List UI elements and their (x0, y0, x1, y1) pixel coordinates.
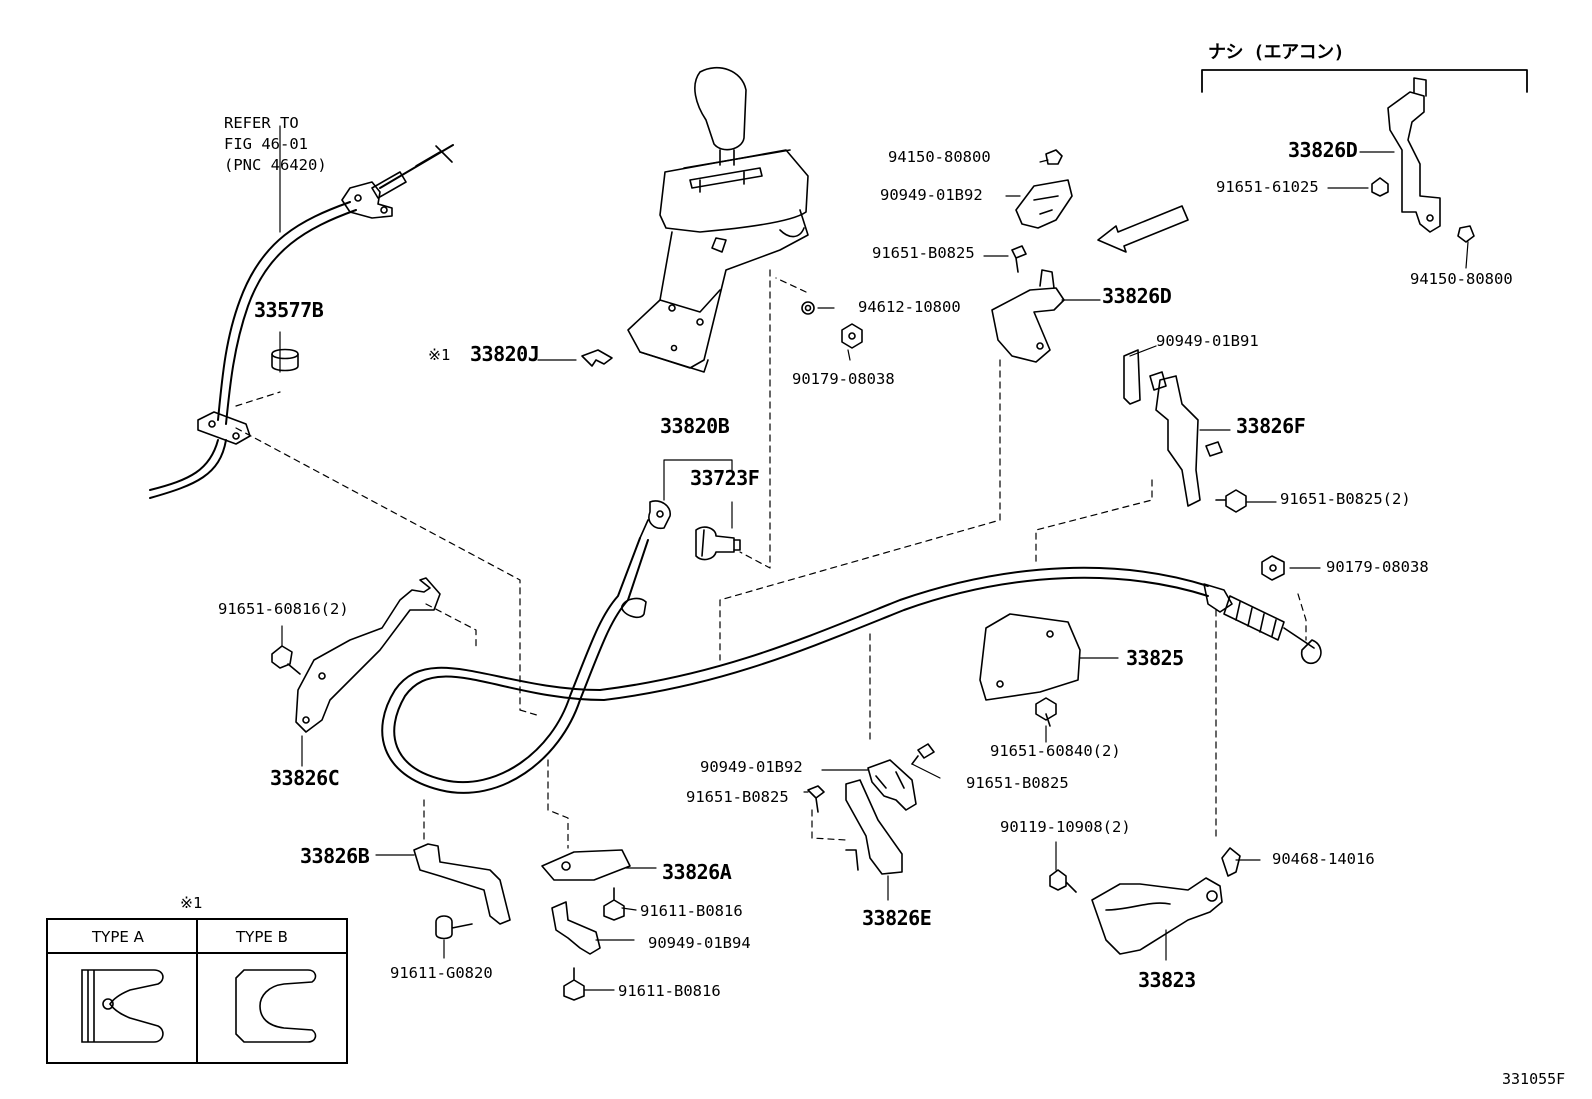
part-label-90119-10908[interactable]: 90119-10908(2) (1000, 818, 1131, 836)
refer-line-1: REFER TO (224, 114, 299, 132)
part-label-91651-60840[interactable]: 91651-60840(2) (990, 742, 1121, 760)
type-a-header: TYPE A (92, 928, 144, 946)
bolt-91651-60816 (271, 645, 301, 675)
dashed-alignment-lines (235, 269, 1307, 849)
clip-90468-14016 (1221, 847, 1241, 877)
bolt-91611-B0816-a (603, 887, 625, 921)
part-label-91651-B0825-b[interactable]: 91651-B0825 (686, 788, 789, 806)
part-label-91611-B0816-a[interactable]: 91611-B0816 (640, 902, 743, 920)
part-label-94612-10800[interactable]: 94612-10800 (858, 298, 961, 316)
transmission-cable-left (149, 144, 454, 499)
part-label-33820J-mark: ※1 (428, 346, 451, 364)
bolt-91611-B0816-b (563, 967, 585, 1001)
part-label-91611-B0816-b[interactable]: 91611-B0816 (618, 982, 721, 1000)
direction-arrow (1097, 205, 1189, 253)
bracket-33826A (541, 849, 631, 881)
bolt-91651-B0825-33826F (1215, 489, 1247, 513)
part-label-90949-01B92-b[interactable]: 90949-01B92 (700, 758, 803, 776)
part-label-90179-08038-a[interactable]: 90179-08038 (792, 370, 895, 388)
part-label-33826D-b[interactable]: 33826D (1102, 284, 1172, 308)
part-label-91611-G0820[interactable]: 91611-G0820 (390, 964, 493, 982)
part-label-90468-14016[interactable]: 90468-14016 (1272, 850, 1375, 868)
part-label-33820J[interactable]: 33820J (470, 342, 540, 366)
clamp-90949-01B94 (551, 901, 601, 955)
option-bracket-line (1201, 69, 1528, 93)
part-label-90949-01B94[interactable]: 90949-01B94 (648, 934, 751, 952)
part-label-33825[interactable]: 33825 (1126, 646, 1184, 670)
figure-code: 331055F (1502, 1070, 1566, 1088)
part-label-33723F[interactable]: 33723F (690, 466, 760, 490)
clamp-90949-01B92-lower (867, 759, 917, 811)
bracket-33826F (1123, 349, 1223, 507)
bracket-33826B (413, 843, 511, 925)
part-label-91651-B0825-a[interactable]: 91651-B0825 (872, 244, 975, 262)
part-label-33826B[interactable]: 33826B (300, 844, 370, 868)
shift-lock-clip-33820J (581, 349, 613, 367)
bracket-90949-01B92-top (1015, 179, 1073, 229)
part-label-94150-80800-b[interactable]: 94150-80800 (1410, 270, 1513, 288)
part-label-91651-B0825-c[interactable]: 91651-B0825 (966, 774, 1069, 792)
nut-94150-80800-right (1457, 225, 1475, 243)
part-label-90179-08038-b[interactable]: 90179-08038 (1326, 558, 1429, 576)
type-table-divider-h (48, 952, 346, 954)
part-label-33826E[interactable]: 33826E (862, 906, 932, 930)
bracket-33823 (1091, 877, 1223, 955)
bolt-91651-B0825-lower-right (911, 743, 935, 765)
bolt-91651-60840 (1035, 697, 1057, 727)
part-label-94150-80800-a[interactable]: 94150-80800 (888, 148, 991, 166)
refer-line-2: FIG 46-01 (224, 135, 308, 153)
part-label-33826A[interactable]: 33826A (662, 860, 732, 884)
part-label-91651-61025[interactable]: 91651-61025 (1216, 178, 1319, 196)
type-table-divider-v (196, 920, 198, 1062)
nut-90179-08038-top (841, 323, 863, 349)
part-label-33826D-a[interactable]: 33826D (1288, 138, 1358, 162)
part-label-33826F[interactable]: 33826F (1236, 414, 1306, 438)
part-label-90949-01B92-a[interactable]: 90949-01B92 (880, 186, 983, 204)
cable-pin-33723F (695, 526, 741, 561)
shift-lever-assembly (627, 66, 809, 373)
bolt-91651-B0825-lower-left (807, 785, 825, 813)
part-label-91651-B0825-2a[interactable]: 91651-B0825(2) (1280, 490, 1411, 508)
refer-line-3: (PNC 46420) (224, 156, 327, 174)
part-label-90949-01B91[interactable]: 90949-01B91 (1156, 332, 1259, 350)
bracket-33826E (845, 779, 903, 875)
part-label-33820B[interactable]: 33820B (660, 414, 730, 438)
bracket-33826C (295, 577, 441, 733)
nut-90179-08038-right (1261, 555, 1285, 581)
bolt-90119-10908 (1049, 869, 1077, 893)
type-a-clip-icon (81, 969, 164, 1043)
bracket-33826D-variant (1387, 77, 1441, 233)
part-label-33577B[interactable]: 33577B (254, 298, 324, 322)
type-b-clip-icon (235, 969, 317, 1043)
part-label-33823[interactable]: 33823 (1138, 968, 1196, 992)
bracket-33825 (979, 613, 1081, 701)
nut-94150-80800-top (1045, 149, 1063, 165)
washer-94612-10800 (801, 301, 815, 315)
bracket-33826D-middle (991, 269, 1065, 363)
type-table: TYPE A TYPE B (46, 918, 348, 1064)
bolt-91651-B0825-top (1011, 245, 1027, 273)
option-label: ナシ (エアコン) (1208, 42, 1345, 63)
leader-lines (279, 125, 1469, 991)
shift-control-cable (381, 500, 1322, 794)
bolt-91611-G0820 (435, 915, 473, 940)
bolt-91651-61025 (1371, 177, 1389, 197)
part-label-33826C[interactable]: 33826C (270, 766, 340, 790)
part-label-91651-60816[interactable]: 91651-60816(2) (218, 600, 349, 618)
type-b-header: TYPE B (236, 928, 288, 946)
type-table-mark: ※1 (180, 894, 203, 912)
